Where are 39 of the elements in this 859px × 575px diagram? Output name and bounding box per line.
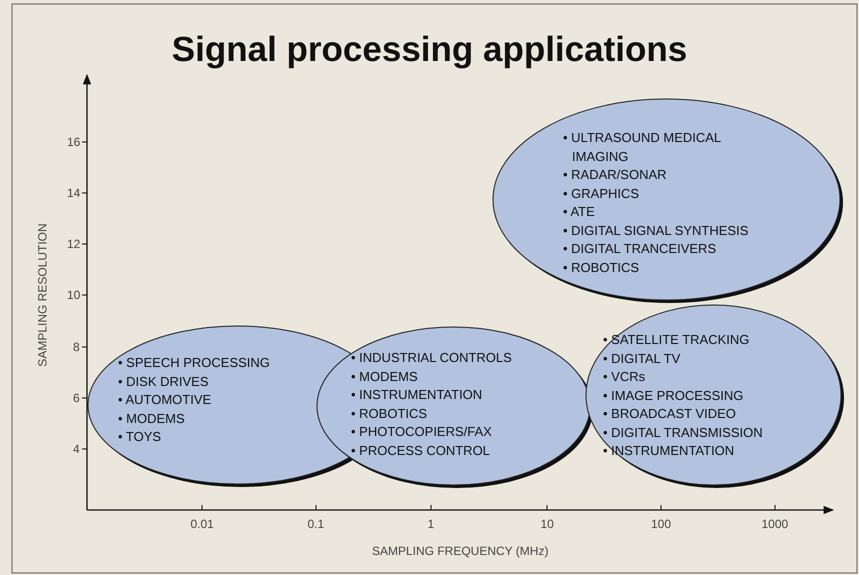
application-item: • VCRs — [603, 368, 646, 386]
application-item: • GRAPHICS — [563, 184, 640, 202]
tick-label: 100 — [651, 517, 672, 531]
tick-label: 1000 — [762, 517, 788, 531]
application-item: • DIGITAL TRANSMISSION — [603, 424, 763, 442]
tick-label: 0.01 — [190, 517, 214, 531]
application-item: • ATE — [563, 203, 596, 221]
application-item: • IMAGE PROCESSING — [603, 386, 744, 404]
tick-label: 8 — [73, 340, 80, 354]
title: Signal processing applications — [170, 30, 688, 70]
application-item: • DIGITAL SIGNAL SYNTHESIS — [563, 222, 748, 240]
ellipse-region — [316, 326, 594, 489]
tick-label: 4 — [73, 442, 80, 456]
application-item: • ULTRASOUND MEDICAL IMAGING — [563, 129, 722, 166]
application-item: • RADAR/SONAR — [563, 166, 668, 184]
application-item: • ROBOTICS — [351, 404, 428, 422]
ellipse-region — [492, 98, 844, 304]
tick-label: 16 — [67, 135, 80, 149]
application-item: • ROBOTICS — [563, 258, 640, 276]
axis-title: SAMPLING RESOLUTION — [35, 223, 50, 367]
application-item: • BROADCAST VIDEO — [603, 405, 736, 423]
application-item: • PHOTOCOPIERS/FAX — [351, 423, 493, 441]
tick-label: 6 — [73, 391, 80, 405]
tick-label: 0.1 — [308, 517, 324, 531]
tick-label: 12 — [67, 237, 80, 251]
application-item: • DIGITAL TV — [603, 350, 680, 368]
application-item: • SATELLITE TRACKING — [603, 331, 750, 349]
application-item: • DIGITAL TRANCEIVERS — [563, 240, 716, 258]
application-item: • PROCESS CONTROL — [351, 442, 490, 460]
tick-label: 10 — [67, 288, 80, 302]
application-item: • MODEMS — [351, 368, 418, 386]
tick-label: 1 — [428, 517, 434, 531]
application-item: • INDUSTRIAL CONTROLS — [351, 349, 512, 367]
axis-title: SAMPLING FREQUENCY (MHz) — [372, 544, 548, 558]
application-item: • INSTRUMENTATION — [351, 386, 484, 404]
application-item: • INSTRUMENTATION — [603, 442, 736, 460]
tick-label: 14 — [67, 186, 80, 200]
ellipse-region — [585, 304, 845, 489]
tick-label: 10 — [540, 517, 554, 531]
